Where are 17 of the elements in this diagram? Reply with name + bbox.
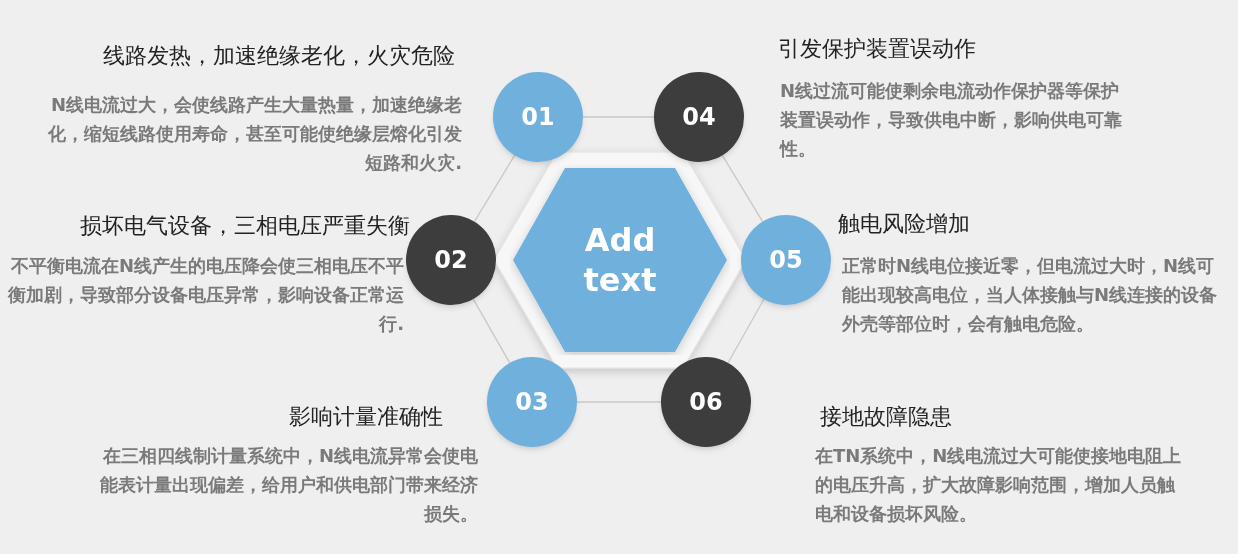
topic-description: 在TN系统中，N线电流过大可能使接地电阻上的电压升高，扩大故障影响范围，增加人员触电和设备损坏风险。: [815, 444, 1183, 526]
connector-line: [721, 154, 764, 223]
topic-description: 不平衡电流在N线产生的电压降会使三相电压不平衡加剧，导致部分设备电压异常，影响设备正常运行.: [6, 254, 404, 336]
topic-heading: 触电风险增加: [838, 210, 971, 238]
center-title: Add text: [582, 220, 658, 300]
topic-heading: 接地故障隐患: [820, 403, 953, 431]
topic-description: 正常时N线电位接近零，但电流过大时，N线可能出现较高电位，当人体接触与N线连接的设备外壳等部位时，会有触电危险。: [842, 254, 1219, 336]
topic-heading: 线路发热，加速绝缘老化，火灾危险: [102, 42, 455, 70]
topic-heading: 影响计量准确性: [288, 403, 443, 431]
center-hexagon: [510, 165, 730, 355]
topic-heading: 引发保护装置误动作: [778, 35, 977, 63]
topic-description: N线过流可能使剩余电流动作保护器等保护装置误动作，导致供电中断，影响供电可靠性。: [780, 79, 1123, 161]
connector-line: [473, 154, 516, 223]
topic-description: 在三相四线制计量系统中，N线电流异常会使电能表计量出现偏差，给用户和供电部门带来经济损失。: [99, 444, 478, 526]
topic-description: N线电流过大，会使线路产生大量热量，加速绝缘老化，缩短线路使用寿命，甚至可能使绝缘层熔化引发短路和火灾.: [47, 93, 462, 175]
connector-line: [727, 298, 765, 364]
connector-line: [472, 298, 511, 364]
